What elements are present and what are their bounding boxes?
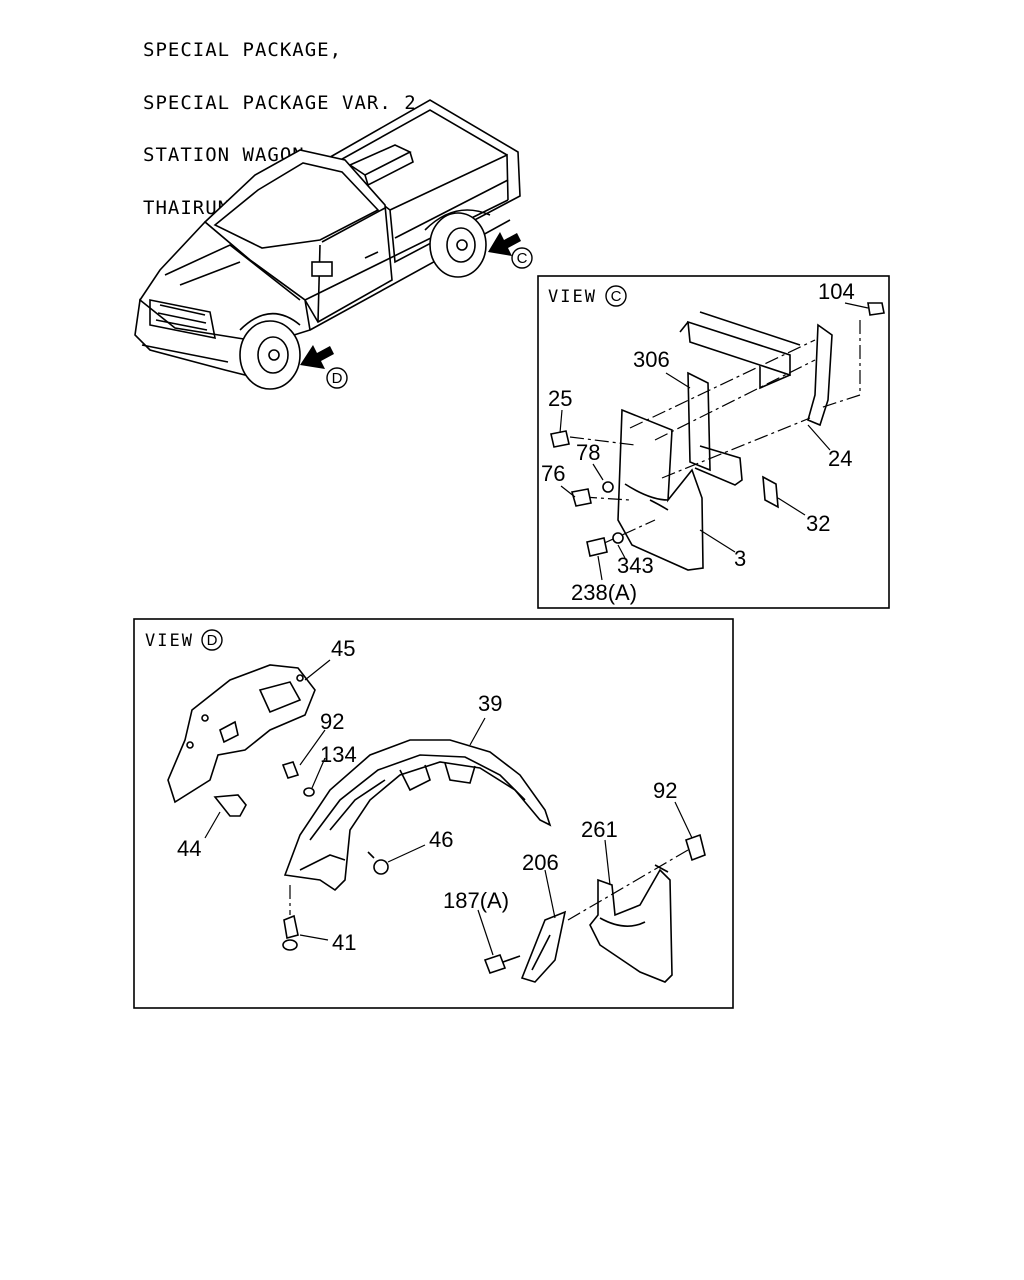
label-25: 25 <box>548 386 572 411</box>
view-c-frame <box>537 275 890 609</box>
view-d-marker-circle <box>326 367 348 389</box>
view-c-title-mark: C <box>611 288 622 305</box>
label-261: 261 <box>581 817 618 842</box>
label-92-right: 92 <box>653 778 677 803</box>
label-46: 46 <box>429 827 453 852</box>
view-d-panel: VIEW D <box>133 618 734 1009</box>
label-78: 78 <box>576 440 600 465</box>
label-104: 104 <box>818 279 855 304</box>
label-306: 306 <box>633 347 670 372</box>
view-d-marker: D <box>332 370 343 387</box>
pickup-truck-illustration: D C <box>134 99 533 390</box>
view-d-title-mark: D <box>207 632 218 649</box>
header-line-1: SPECIAL PACKAGE, <box>143 39 343 61</box>
label-39: 39 <box>478 691 502 716</box>
view-c-marker-circle <box>511 247 533 269</box>
label-24: 24 <box>828 446 852 471</box>
view-d-title-circle <box>201 629 223 651</box>
label-41: 41 <box>332 930 356 955</box>
label-187a: 187(A) <box>443 888 509 913</box>
label-32: 32 <box>806 511 830 536</box>
view-c-marker: C <box>517 250 528 267</box>
label-134: 134 <box>320 742 357 767</box>
label-76: 76 <box>541 461 565 486</box>
label-44: 44 <box>177 836 201 861</box>
label-92-left: 92 <box>320 709 344 734</box>
view-c-title-circle <box>605 285 627 307</box>
label-343: 343 <box>617 553 654 578</box>
label-3: 3 <box>734 546 746 571</box>
view-c-title: VIEW <box>548 287 597 307</box>
view-d-frame <box>133 618 734 1009</box>
label-45: 45 <box>331 636 355 661</box>
label-206: 206 <box>522 850 559 875</box>
view-c-panel: VIEW C <box>537 275 890 609</box>
label-238a: 238(A) <box>571 580 637 605</box>
view-d-title: VIEW <box>145 631 194 651</box>
